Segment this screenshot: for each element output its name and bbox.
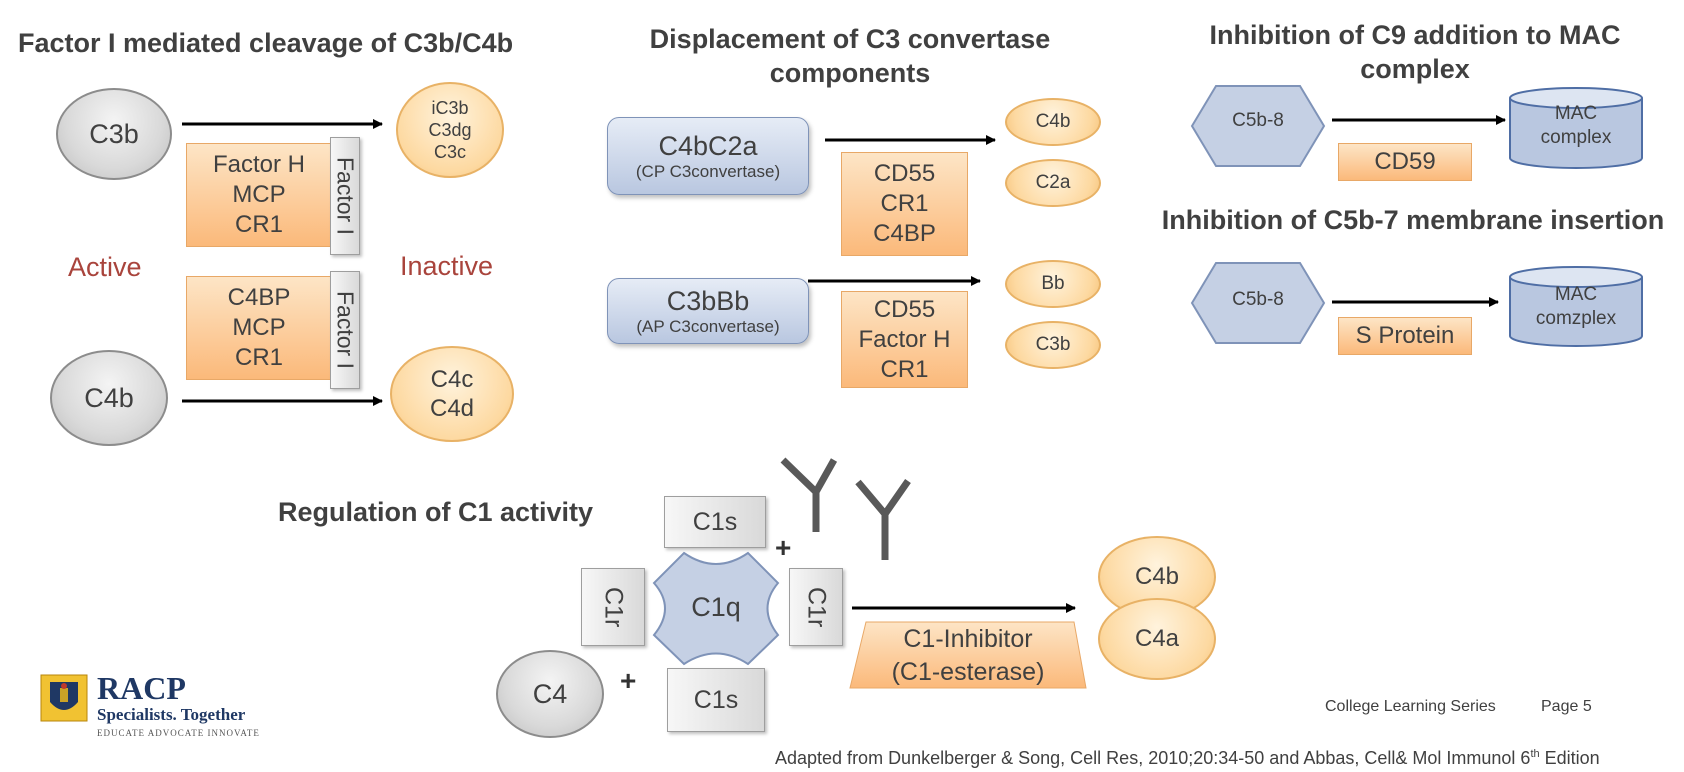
displacement-title: Displacement of C3 convertase components: [649, 24, 1051, 88]
c1s-bottom: C1s: [667, 668, 765, 732]
c4-node: C4: [496, 650, 604, 738]
active-label: Active: [68, 252, 142, 282]
c1q-shape: [652, 551, 780, 666]
c5b8-label-2: C5b-8: [1232, 289, 1284, 310]
citation: Adapted from Dunkelberger & Song, Cell R…: [775, 748, 1600, 769]
antibody-icon: [780, 457, 838, 532]
mac-label: MAC complex: [1540, 103, 1612, 148]
c3b-node: C3b: [56, 88, 172, 180]
ap-c3-convertase: C3bBb (AP C3convertase): [607, 278, 809, 344]
c4bp-cofactors: C4BP MCP CR1: [186, 276, 332, 380]
c3b-products: iC3b C3dg C3c: [396, 82, 504, 178]
c1q-label: C1q: [691, 592, 741, 622]
ap-regulators: CD55 Factor H CR1: [841, 291, 968, 388]
c5b8-hexagon: [1190, 262, 1326, 344]
c1r-right: C1r: [789, 568, 843, 646]
factor-h-cofactors: Factor H MCP CR1: [186, 143, 332, 247]
c5b7-title: Inhibition of C5b-7 membrane insertion: [1161, 205, 1665, 235]
citation-sup: th: [1530, 748, 1540, 760]
c5b8-label: C5b-8: [1232, 110, 1284, 131]
c5b8-hexagon: [1190, 85, 1326, 167]
c1r-left: C1r: [581, 568, 645, 646]
c9-title: Inhibition of C9 addition to MAC complex: [1209, 20, 1621, 84]
plus-sign-top: +: [775, 532, 792, 563]
plus-sign-bottom: +: [620, 665, 637, 696]
mac-label-2: MAC comzplex: [1535, 284, 1617, 329]
racp-tagline: Specialists. Together: [97, 705, 246, 724]
c1-inhibitor-label: C1-Inhibitor (C1-esterase): [891, 625, 1045, 686]
c4b-product: C4b: [1005, 98, 1101, 146]
mac-cylinder: [1509, 266, 1643, 347]
c3b-product: C3b: [1005, 321, 1101, 369]
cp-convertase-sub: (CP C3convertase): [635, 161, 781, 181]
c1-inhibitor-trapezoid: [849, 621, 1087, 689]
factor-i-box-bottom: Factor I: [330, 271, 360, 389]
c1s-top: C1s: [664, 496, 766, 548]
cp-c3-convertase: C4bC2a (CP C3convertase): [607, 117, 809, 195]
citation-main: Adapted from Dunkelberger & Song, Cell R…: [775, 748, 1531, 768]
factor-i-title: Factor I mediated cleavage of C3b/C4b: [18, 28, 514, 58]
ap-convertase-name: C3bBb: [666, 285, 750, 316]
crest-icon: [40, 674, 88, 722]
cd59-box: CD59: [1338, 143, 1472, 181]
c1-title: Regulation of C1 activity: [278, 497, 594, 527]
bb-product: Bb: [1005, 260, 1101, 308]
mac-cylinder: [1509, 87, 1643, 169]
cp-convertase-name: C4bC2a: [658, 130, 758, 161]
racp-logo-text: RACP: [97, 670, 186, 706]
antibody-icon: [855, 478, 911, 560]
s-protein-box: S Protein: [1338, 317, 1472, 355]
c4a-c1-product: C4a: [1098, 598, 1216, 680]
racp-sub-tagline: EDUCATE ADVOCATE INNOVATE: [97, 728, 260, 738]
factor-i-box-top: Factor I: [330, 137, 360, 255]
ap-convertase-sub: (AP C3convertase): [636, 316, 780, 336]
citation-end: Edition: [1539, 748, 1600, 768]
cp-regulators: CD55 CR1 C4BP: [841, 152, 968, 256]
c4b-node: C4b: [50, 350, 168, 446]
c4b-products: C4c C4d: [390, 346, 514, 442]
racp-crest-logo: [40, 674, 88, 722]
page-number: Page 5: [1541, 698, 1592, 715]
inactive-label: Inactive: [400, 251, 494, 281]
series-label: College Learning Series: [1325, 698, 1496, 715]
c2a-product: C2a: [1005, 159, 1101, 207]
